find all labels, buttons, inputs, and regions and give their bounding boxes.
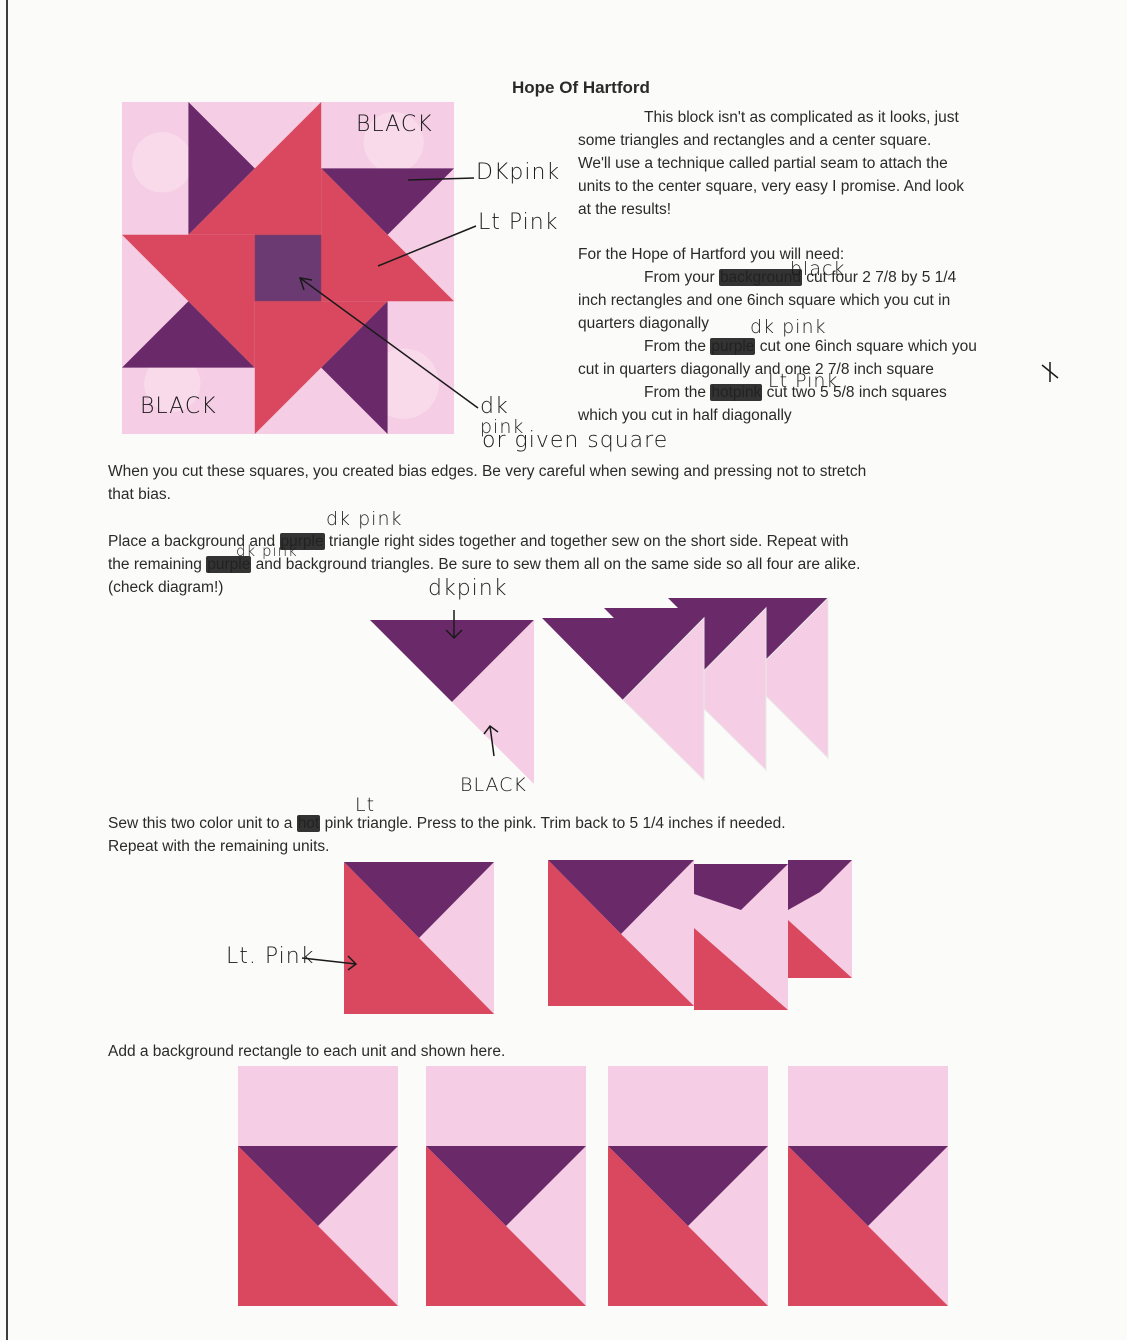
struck-word: background xyxy=(718,269,802,286)
text: From the xyxy=(644,384,707,401)
materials-line: cut in quarters diagonally and one 2 7/8… xyxy=(578,361,934,378)
text: pink triangle. Press to the pink. Trim b… xyxy=(324,815,786,832)
handwritten-ltpink-over: Lt Pink xyxy=(768,370,839,392)
sew-paragraph: Sew this two color unit to a hot pink tr… xyxy=(108,812,786,858)
bias-line: that bias. xyxy=(108,486,171,503)
handwritten-dkpink-over: dk pink xyxy=(750,316,827,338)
place-line: the remaining purple and background tria… xyxy=(108,553,860,576)
struck-word: purple xyxy=(279,533,325,550)
text: cut one 6inch square which you xyxy=(759,338,977,355)
handwritten-black-diagram: BLACK xyxy=(460,774,527,796)
add-line: Add a background rectangle to each unit … xyxy=(108,1043,506,1060)
handwritten-dkpink-diagram: dkpink xyxy=(428,576,508,601)
materials-line: From the hotpink cut two 5 5/8 inch squa… xyxy=(578,381,977,404)
materials-paragraph: For the Hope of Hartford you will need: … xyxy=(578,243,977,427)
two-color-unit-diagram xyxy=(370,596,829,784)
handwritten-black-top: BLACK xyxy=(356,112,433,137)
text: Place a background and xyxy=(108,533,276,550)
text: the remaining xyxy=(108,556,202,573)
bias-line: When you cut these squares, you created … xyxy=(108,463,867,480)
handwritten-dkpink: DKpink xyxy=(476,160,561,185)
text: Sew this two color unit to a xyxy=(108,815,293,832)
handwritten-pink: pink xyxy=(480,416,525,438)
unit-2 xyxy=(426,1066,586,1306)
text: cut four 2 7/8 by 5 1/4 xyxy=(806,269,957,286)
handwritten-ltpink-diagram: Lt. Pink xyxy=(226,944,315,969)
text: and background triangles. Be sure to sew… xyxy=(255,556,861,573)
unit-3 xyxy=(608,1066,768,1306)
handwritten-dkpink-place: dk pink xyxy=(326,508,403,530)
bias-paragraph: When you cut these squares, you created … xyxy=(108,460,866,506)
intro-line: We'll use a technique called partial sea… xyxy=(578,155,948,172)
three-color-unit-diagram xyxy=(301,860,852,1014)
final-units-diagram xyxy=(238,1066,948,1306)
place-paragraph: Place a background and purple triangle r… xyxy=(108,530,860,599)
intro-line: some triangles and rectangles and a cent… xyxy=(578,132,932,149)
struck-word: hotpink xyxy=(710,384,763,401)
sew-line: Repeat with the remaining units. xyxy=(108,838,330,855)
materials-line: inch rectangles and one 6inch square whi… xyxy=(578,292,951,309)
handwritten-dk: dk xyxy=(480,394,509,419)
unit-4 xyxy=(788,1066,948,1306)
handwritten-black-over: black xyxy=(790,258,846,280)
hope-of-hartford-block-diagram xyxy=(122,102,454,434)
place-line: Place a background and purple triangle r… xyxy=(108,530,860,553)
intro-paragraph: This block isn't as complicated as it lo… xyxy=(578,106,964,221)
materials-line: quarters diagonally xyxy=(578,315,709,332)
place-line: (check diagram!) xyxy=(108,579,224,596)
materials-line: which you cut in half diagonally xyxy=(578,407,792,424)
handwritten-dkpink-remaining: dk pink xyxy=(236,542,298,560)
page-title: Hope Of Hartford xyxy=(512,78,650,97)
intro-line: at the results! xyxy=(578,201,672,218)
page-left-edge xyxy=(6,0,8,1340)
text: From the xyxy=(644,338,707,355)
struck-word: purple xyxy=(710,338,756,355)
materials-line: From the purple cut one 6inch square whi… xyxy=(578,335,977,358)
intro-line: units to the center square, very easy I … xyxy=(578,178,964,195)
sew-line: Sew this two color unit to a hot pink tr… xyxy=(108,812,786,835)
handwritten-black-bottom: BLACK xyxy=(140,394,217,419)
intro-line: This block isn't as complicated as it lo… xyxy=(644,109,959,126)
text: cut two 5 5/8 inch squares xyxy=(766,384,947,401)
struck-word: hot xyxy=(296,815,321,832)
text: From your xyxy=(644,269,715,286)
materials-line: From your background cut four 2 7/8 by 5… xyxy=(578,266,977,289)
unit-1 xyxy=(238,1066,398,1306)
handwritten-lt: Lt xyxy=(355,794,376,816)
materials-heading: For the Hope of Hartford you will need: xyxy=(578,246,845,263)
struck-word: purple xyxy=(206,556,252,573)
text: triangle right sides together and togeth… xyxy=(328,533,849,550)
handwritten-or-given-square: or given square xyxy=(482,428,669,453)
add-paragraph: Add a background rectangle to each unit … xyxy=(108,1040,505,1063)
handwritten-ltpink: Lt Pink xyxy=(478,210,559,235)
